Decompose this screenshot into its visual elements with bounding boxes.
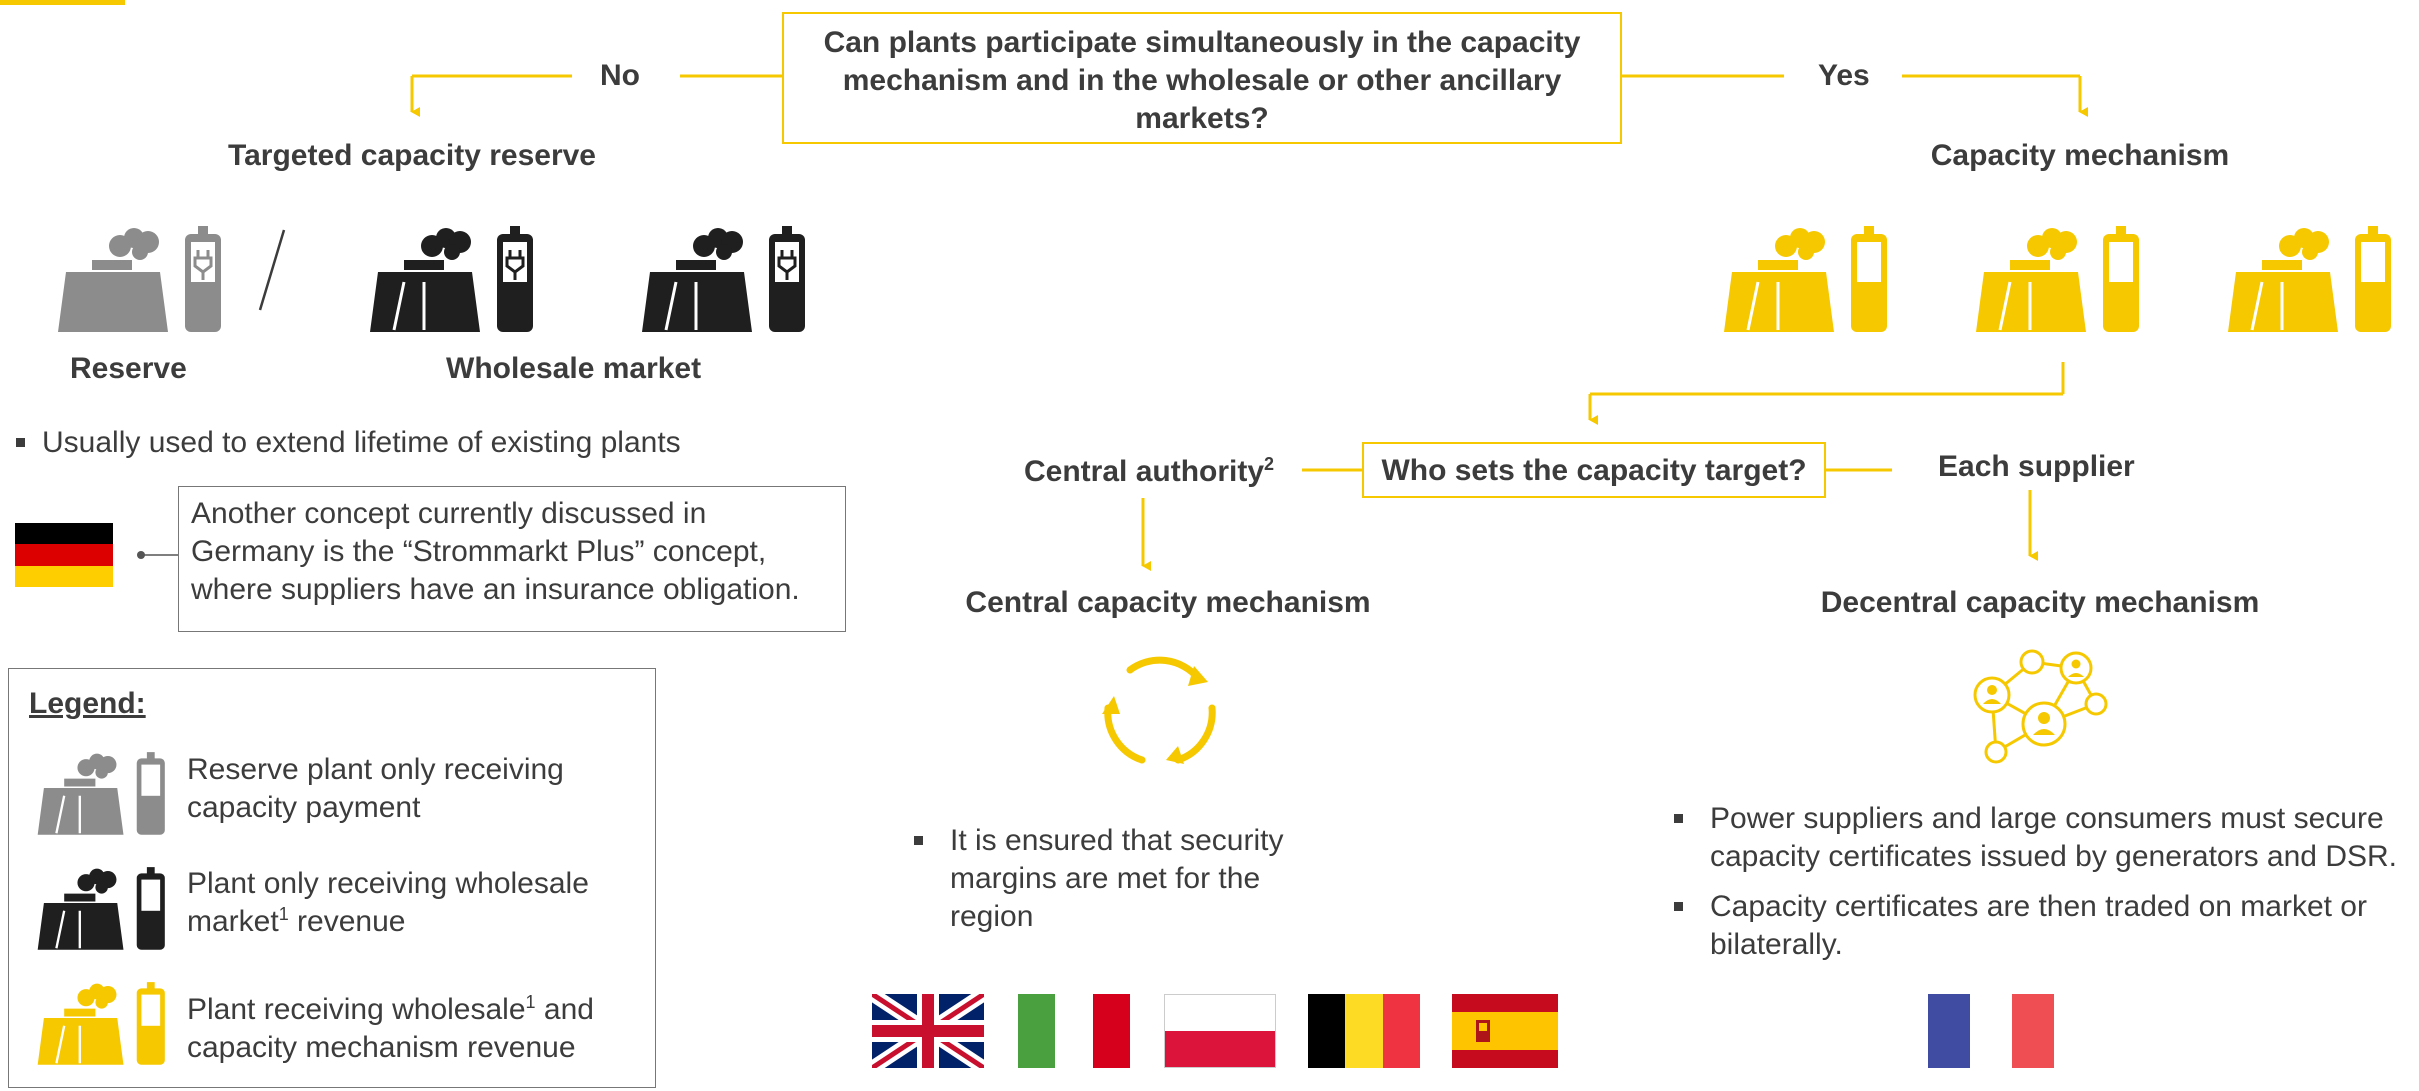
left-bullet-text: Usually used to extend lifetime of exist… [42, 426, 681, 459]
cycle-arrows-icon [1102, 656, 1216, 764]
left-bullet: Usually used to extend lifetime of exist… [16, 424, 776, 464]
legend-box: Legend: Reserve plant only receiving cap… [8, 668, 656, 1088]
legend-item-capacity-sup: 1 [525, 992, 536, 1012]
wholesale-battery-icon [497, 226, 533, 332]
uk-flag [872, 994, 984, 1068]
germany-note-dot [137, 551, 145, 559]
italy-flag [1018, 994, 1130, 1068]
who-sets-box: Who sets the capacity target? [1362, 442, 1826, 498]
spain-flag [1452, 994, 1558, 1068]
capacity-plant-icon-2 [1976, 226, 2139, 332]
capacity-mechanism-title: Capacity mechanism [1930, 139, 2230, 172]
capacity-plant-row [1724, 226, 2391, 332]
wholesale-battery-icon-2 [769, 226, 805, 332]
belgium-flag [1308, 994, 1420, 1068]
central-authority-sup: 2 [1264, 454, 1275, 474]
decentral-mechanism-title: Decentral capacity mechanism [1820, 586, 2260, 619]
bullet-marker [16, 438, 25, 447]
question-text: Can plants participate simultaneously in… [823, 26, 1581, 135]
central-bullet-text: It is ensured that security margins are … [950, 824, 1284, 933]
central-authority-text: Central authority [1024, 455, 1265, 488]
targeted-reserve-title: Targeted capacity reserve [228, 139, 596, 172]
germany-flag [15, 523, 113, 587]
wholesale-plant-icon [370, 228, 480, 332]
bullet-marker [914, 836, 923, 845]
no-branch-label: No [600, 59, 640, 92]
reserve-battery-icon [185, 226, 221, 332]
who-sets-text: Who sets the capacity target? [1381, 454, 1807, 487]
legend-item-wholesale: Plant only receiving wholesale market1 r… [187, 865, 627, 941]
legend-item-wholesale-post: revenue [288, 905, 406, 938]
capacity-plant-icon-3 [2228, 226, 2391, 332]
decentral-bullet-1-text: Power suppliers and large consumers must… [1710, 802, 2397, 873]
each-supplier-label: Each supplier [1938, 450, 2135, 483]
reserve-plant-icon [58, 228, 168, 332]
people-network-icon [1973, 649, 2108, 764]
wholesale-market-label: Wholesale market [446, 352, 702, 385]
legend-item-capacity-post: and capacity mechanism revenue [187, 993, 594, 1064]
legend-capacity-icon [37, 982, 165, 1065]
decentral-bullet-2-text: Capacity certificates are then traded on… [1710, 890, 2367, 961]
bullet-marker [1674, 902, 1683, 911]
legend-item-reserve-text: Reserve plant only receiving capacity pa… [187, 753, 564, 824]
legend-item-wholesale-pre: Plant only receiving wholesale market [187, 867, 589, 938]
left-plant-row [58, 226, 805, 332]
bullet-marker [1674, 814, 1683, 823]
slash-separator [258, 229, 286, 311]
france-flag [1928, 994, 2054, 1068]
capacity-plant-icon-1 [1724, 226, 1887, 332]
corner-accent-bar [0, 0, 125, 5]
legend-reserve-icon [37, 752, 165, 835]
wholesale-plant-icon-2 [642, 228, 752, 332]
legend-item-reserve: Reserve plant only receiving capacity pa… [187, 751, 627, 827]
germany-note-text: Another concept currently discussed in G… [191, 497, 800, 606]
legend-item-wholesale-sup: 1 [278, 904, 289, 924]
reserve-label: Reserve [70, 352, 187, 385]
question-box: Can plants participate simultaneously in… [782, 12, 1622, 144]
legend-item-capacity: Plant receiving wholesale1 and capacity … [187, 991, 627, 1067]
central-authority-label: Central authority2 [1024, 453, 1274, 491]
yes-branch-label: Yes [1818, 59, 1870, 92]
legend-wholesale-icon [37, 867, 165, 950]
legend-title: Legend: [29, 687, 146, 720]
central-mechanism-title: Central capacity mechanism [965, 586, 1371, 619]
legend-item-capacity-pre: Plant receiving wholesale [187, 993, 526, 1026]
poland-flag [1164, 994, 1276, 1068]
germany-note-box: Another concept currently discussed in G… [178, 486, 846, 632]
